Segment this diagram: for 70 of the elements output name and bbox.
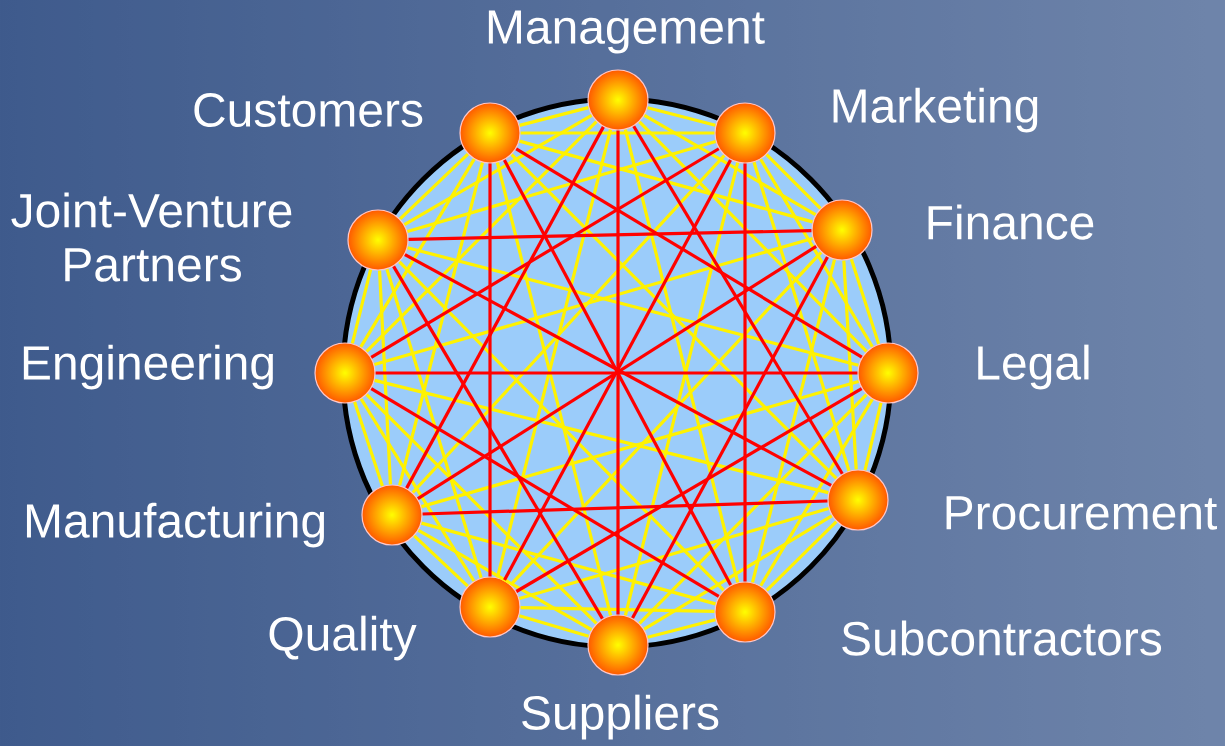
connector-line: [632, 125, 844, 475]
connector-line: [398, 162, 484, 486]
connector-line: [509, 251, 823, 586]
connector-line: [385, 268, 483, 579]
connector-line: [751, 259, 837, 583]
node-label: Subcontractors: [842, 620, 1162, 656]
connector-line: [413, 534, 469, 588]
connector-line: [759, 158, 874, 348]
connector-line: [643, 114, 817, 217]
connector-line: [765, 520, 838, 592]
connector-line: [359, 158, 476, 348]
connector-line: [518, 614, 590, 638]
connector-line: [631, 256, 829, 619]
node-label: Joint-Venture Partners: [11, 192, 292, 282]
connector-line: [519, 139, 813, 224]
connector-line: [365, 393, 598, 625]
connector-line: [422, 499, 828, 516]
node-label: Engineering: [23, 344, 273, 390]
connector-line: [375, 371, 858, 375]
connector-line: [743, 163, 747, 582]
connector-line: [849, 258, 881, 345]
node-label: Manufacturing: [26, 502, 325, 548]
connector-line: [518, 507, 830, 600]
node-label: Marketing: [833, 87, 1038, 133]
connector-line: [408, 229, 812, 241]
connector-line: [643, 514, 833, 631]
node-label: Management: [488, 10, 765, 54]
connector-line: [488, 163, 492, 577]
node-label: Quality: [269, 615, 417, 661]
connector-line: [406, 140, 717, 233]
connector-line: [370, 147, 720, 359]
connector-line: [520, 606, 715, 613]
connector-line: [407, 246, 859, 367]
connector-line: [510, 153, 838, 480]
node-label: Customers: [194, 93, 423, 127]
connector-line: [411, 154, 726, 494]
connector-line: [350, 269, 373, 344]
connector-line: [519, 106, 589, 127]
node-label: Procurement: [946, 496, 1217, 530]
connector-line: [417, 528, 593, 632]
connector-line: [515, 147, 863, 359]
connector-line: [421, 379, 860, 509]
node-label: Suppliers: [522, 694, 719, 740]
connector-line: [398, 260, 725, 592]
connector-line: [405, 126, 605, 489]
connector-line: [863, 402, 883, 471]
connector-line: [373, 236, 814, 367]
connector-line: [374, 378, 829, 495]
connector-line: [759, 398, 874, 587]
connector-line: [392, 265, 604, 620]
connector-line: [638, 120, 868, 353]
connector-line: [842, 260, 858, 470]
connector-line: [403, 114, 593, 226]
connector-line: [765, 153, 822, 210]
node-label: Finance: [928, 204, 1094, 240]
connector-line: [515, 387, 863, 593]
connector-line: [399, 153, 469, 221]
connector-line: [370, 387, 720, 598]
connector-line: [647, 106, 716, 127]
connector-line: [421, 521, 716, 606]
connector-line: [359, 398, 476, 582]
connector-line: [752, 161, 851, 472]
connector-line: [377, 270, 393, 485]
connector-line: [353, 401, 384, 487]
connector-line: [638, 393, 868, 625]
connector-line: [520, 131, 715, 135]
connector-line: [647, 618, 716, 639]
connector-line: [365, 120, 598, 353]
connector-line: [616, 130, 620, 615]
node-label: Legal: [978, 344, 1089, 390]
